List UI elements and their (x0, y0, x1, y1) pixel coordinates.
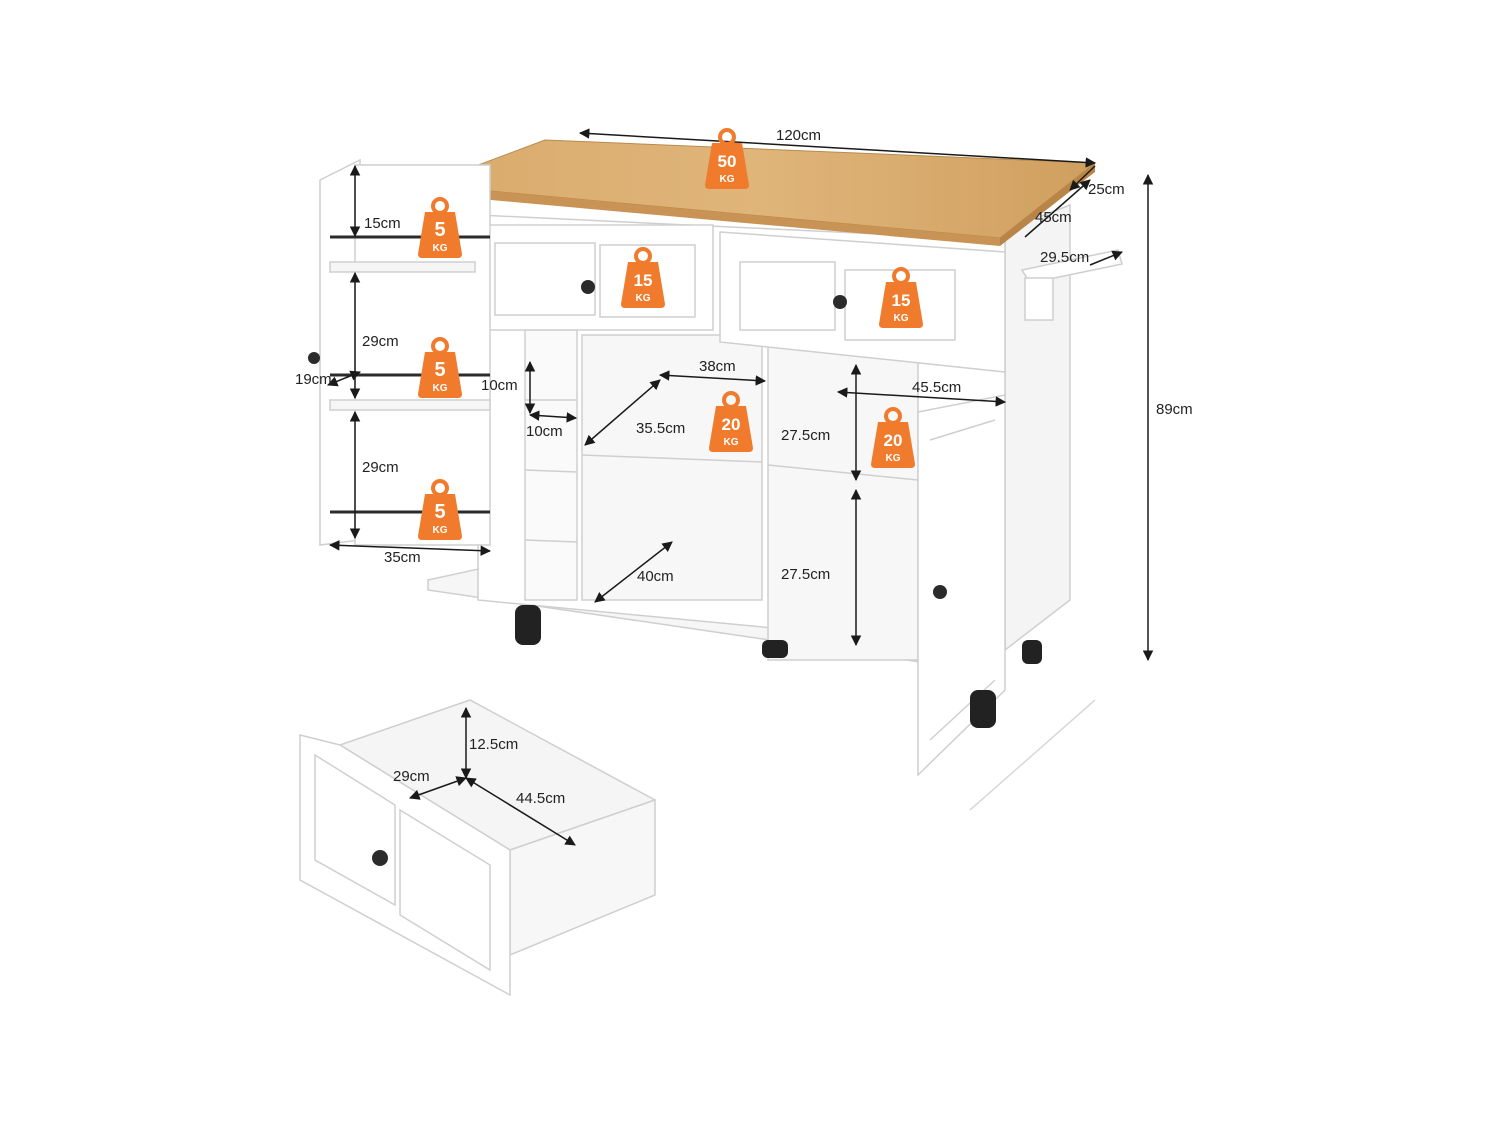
wine-cell-height-label: 10cm (481, 377, 518, 394)
spice-shelf-mid-label: 29cm (362, 333, 399, 350)
spice-shelf-low-label: 29cm (362, 459, 399, 476)
load-unit: KG (720, 174, 735, 185)
bottom-depth-label: 40cm (637, 568, 674, 585)
spice-low-load-badge: 5KG (418, 479, 462, 540)
pulled-drawer (299, 699, 657, 997)
spice-mid-load-badge: 5KG (418, 337, 462, 398)
spice-rack-width-label: 35cm (384, 549, 421, 566)
load-value: 15 (634, 271, 653, 290)
load-unit: KG (636, 293, 651, 304)
drawer-knob (372, 850, 388, 866)
weight-icon (879, 282, 923, 328)
weight-icon (418, 494, 462, 540)
load-value: 50 (718, 152, 737, 171)
load-value: 20 (884, 431, 903, 450)
drawer-knob (581, 280, 595, 294)
load-value: 5 (434, 501, 445, 523)
weight-icon (418, 212, 462, 258)
load-unit: KG (724, 437, 739, 448)
right-compartment-width-label: 45.5cm (912, 379, 962, 396)
right-upper-height-label: 27.5cm (781, 427, 831, 444)
right-lower-height-label: 27.5cm (781, 566, 831, 583)
load-unit: KG (433, 525, 448, 536)
load-unit: KG (886, 453, 901, 464)
load-unit: KG (433, 243, 448, 254)
weight-icon (871, 422, 915, 468)
spice-shelf-top-label: 15cm (364, 215, 401, 232)
middle-shelf-depth-label: 35.5cm (636, 420, 686, 437)
weight-icon (705, 143, 749, 189)
drawer-width-label: 29cm (393, 768, 430, 785)
drawer-depth-label: 44.5cm (516, 790, 566, 807)
load-value: 15 (892, 291, 911, 310)
load-unit: KG (433, 383, 448, 394)
weight-icon (709, 406, 753, 452)
spice-rack-depth-label: 19cm (295, 371, 332, 388)
top-depth-label: 45cm (1035, 209, 1072, 226)
top-width-label: 120cm (776, 127, 822, 144)
middle-shelf-width-label: 38cm (699, 358, 736, 375)
total-height-label: 89cm (1156, 401, 1193, 418)
drawer-right (719, 231, 1006, 373)
weight-icon (621, 262, 665, 308)
drop-leaf-label: 25cm (1088, 181, 1125, 198)
door-knob (933, 585, 947, 599)
towel-rack (1020, 249, 1123, 321)
load-value: 20 (722, 415, 741, 434)
drawer-height-label: 12.5cm (469, 736, 519, 753)
spice-door-knob (308, 352, 320, 364)
load-value: 5 (434, 219, 445, 241)
load-unit: KG (894, 313, 909, 324)
spice-rack-door (319, 158, 491, 546)
drawer-knob (833, 295, 847, 309)
wine-cell-width-label: 10cm (526, 423, 563, 440)
towel-rack-label: 29.5cm (1040, 249, 1090, 266)
floor-shadow (969, 699, 1096, 811)
weight-icon (418, 352, 462, 398)
load-value: 5 (434, 359, 445, 381)
drawer-left (477, 224, 714, 331)
dimension-lines (327, 128, 1154, 846)
caster-wheels (515, 605, 1042, 728)
spice-top-load-badge: 5KG (418, 197, 462, 258)
